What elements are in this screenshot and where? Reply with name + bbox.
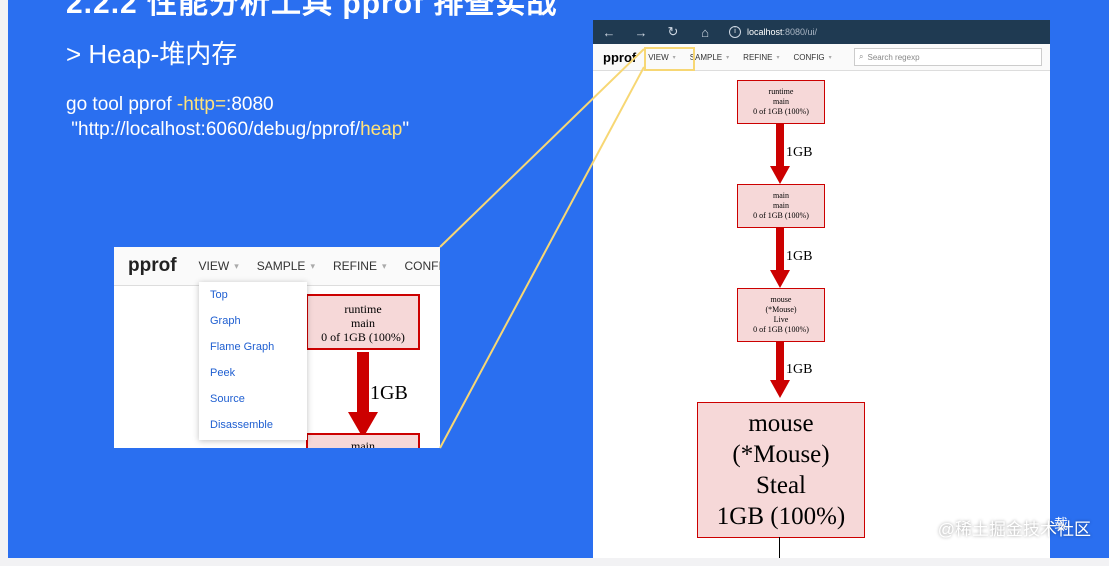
node-line: (*Mouse) xyxy=(765,305,797,314)
connector-line-top xyxy=(439,48,645,248)
graph-node-main[interactable]: main xyxy=(306,433,420,448)
dropdown-item-peek[interactable]: Peek xyxy=(210,367,236,379)
node-line: runtime xyxy=(344,302,382,316)
forward-arrow-icon[interactable]: → xyxy=(634,24,648,40)
info-icon[interactable]: i xyxy=(729,26,741,38)
edge-label: 1GB xyxy=(786,249,813,264)
view-menu-highlight xyxy=(644,47,695,71)
dropdown-item-source[interactable]: Source xyxy=(210,393,245,405)
browser-window: ← → ↻ ⌂ i localhost:8080/ui/ pprof VIEW▾… xyxy=(593,20,1050,558)
pprof-logo: pprof xyxy=(128,255,177,276)
slide-title: 2.2.2 性能分析工具 pprof 排查实战 xyxy=(66,0,558,20)
back-arrow-icon[interactable]: ← xyxy=(602,24,616,40)
menu-config-label: CONFIG xyxy=(793,52,825,62)
graph-edge xyxy=(776,123,784,167)
command-flag: -http= xyxy=(176,94,227,115)
graph-edge-arrowhead xyxy=(770,166,790,184)
node-line: (*Mouse) xyxy=(732,441,830,468)
edge-label: 1GB xyxy=(786,362,813,377)
command-prefix: go tool pprof xyxy=(66,94,177,115)
command-url-heap: heap xyxy=(360,119,403,140)
menu-config-label: CONFIG xyxy=(404,259,440,273)
watermark: @稀土掘金技术社区 xyxy=(937,520,1091,539)
menu-sample[interactable]: SAMPLE ▾ xyxy=(257,259,315,273)
command-text: go tool pprof -http=:8080 "http://localh… xyxy=(66,92,409,142)
chevron-down-icon: ▾ xyxy=(726,54,730,61)
chevron-down-icon: ▾ xyxy=(828,54,832,61)
slide-subtitle: > Heap-堆内存 xyxy=(66,39,238,69)
pprof-logo: pprof xyxy=(603,49,637,65)
node-line: Steal xyxy=(756,472,806,499)
node-line: 0 of 1GB (100%) xyxy=(753,211,809,220)
graph-node-mouse-steal[interactable]: mouse (*Mouse) Steal 1GB (100%) xyxy=(697,402,865,538)
node-line: main xyxy=(351,439,375,448)
dropdown-item-flame-graph[interactable]: Flame Graph xyxy=(210,341,275,353)
menu-view[interactable]: VIEW▾ xyxy=(648,53,675,62)
node-line: 0 of 1GB (100%) xyxy=(753,325,809,334)
chevron-down-icon: ▾ xyxy=(310,260,315,271)
graph-edge xyxy=(776,227,784,271)
browser-url-bar: ← → ↻ ⌂ i localhost:8080/ui/ xyxy=(593,20,1050,44)
menu-sample-label: SAMPLE xyxy=(689,52,723,62)
connector-line-bottom xyxy=(439,66,645,449)
node-line: main xyxy=(773,191,789,200)
edge-label: 1GB xyxy=(370,382,408,404)
node-line: main xyxy=(351,316,375,330)
url-path: :8080/ui/ xyxy=(782,27,818,37)
chevron-down-icon: ▾ xyxy=(672,54,676,61)
dropdown-item-graph[interactable]: Graph xyxy=(210,315,241,327)
menu-refine[interactable]: REFINE▾ xyxy=(743,53,779,62)
node-line: 0 of 1GB (100%) xyxy=(321,330,405,344)
menu-refine[interactable]: REFINE ▾ xyxy=(333,259,387,273)
node-line: Live xyxy=(773,315,789,324)
callout-connector-lines xyxy=(439,48,645,449)
node-line: mouse xyxy=(748,410,814,437)
graph-node-runtime[interactable]: runtime main 0 of 1GB (100%) xyxy=(306,294,420,350)
node-line: 0 of 1GB (100%) xyxy=(753,107,809,116)
menu-sample-label: SAMPLE xyxy=(256,259,306,273)
search-placeholder: Search regexp xyxy=(867,52,920,62)
node-line: runtime xyxy=(768,87,794,96)
edge-label: 1GB xyxy=(786,145,813,160)
graph-node-runtime[interactable]: runtime main 0 of 1GB (100%) xyxy=(737,80,825,124)
dropdown-item-disassemble[interactable]: Disassemble xyxy=(210,419,273,431)
node-line: 1GB (100%) xyxy=(716,503,846,530)
menu-view-label: VIEW xyxy=(648,52,669,62)
zoomed-pprof-panel: pprof VIEW ▾ SAMPLE ▾ REFINE ▾ CONFIG▾ runt… xyxy=(114,247,440,448)
chevron-down-icon: ▾ xyxy=(776,54,780,61)
pprof-toolbar: pprof VIEW▾ SAMPLE▾ REFINE▾ CONFIG▾ ⌕Sea… xyxy=(593,44,1050,71)
graph-edge xyxy=(357,352,369,414)
chevron-down-icon: ▾ xyxy=(234,260,239,271)
graph-edge xyxy=(779,537,780,558)
address-field[interactable]: i localhost:8080/ui/ xyxy=(729,26,817,38)
command-addr: :8080 xyxy=(226,94,274,115)
view-dropdown-menu: Top Graph Flame Graph Peek Source Disass… xyxy=(199,282,307,440)
search-input[interactable]: ⌕Search regexp xyxy=(854,48,1042,66)
node-line: main xyxy=(773,201,789,210)
node-line: mouse xyxy=(770,295,792,304)
menu-view-label: VIEW xyxy=(198,259,230,273)
url-host: localhost xyxy=(747,27,783,37)
watermark-fragment: 载 xyxy=(1054,516,1068,532)
menu-sample[interactable]: SAMPLE▾ xyxy=(690,53,729,62)
dropdown-item-top[interactable]: Top xyxy=(210,289,228,301)
menu-config[interactable]: CONFIG▾ xyxy=(405,259,440,273)
menu-config[interactable]: CONFIG▾ xyxy=(794,53,832,62)
reload-icon[interactable]: ↻ xyxy=(667,24,679,39)
menu-refine-label: REFINE xyxy=(743,52,773,62)
presentation-slide: 2.2.2 性能分析工具 pprof 排查实战 > Heap-堆内存 go to… xyxy=(8,0,1109,558)
graph-edge-arrowhead xyxy=(770,270,790,288)
graph-edge-arrowhead xyxy=(770,380,790,398)
search-icon: ⌕ xyxy=(859,52,864,61)
chevron-down-icon: ▾ xyxy=(381,260,387,271)
graph-edge xyxy=(776,341,784,381)
menu-view[interactable]: VIEW ▾ xyxy=(199,259,239,273)
menu-refine-label: REFINE xyxy=(332,259,377,273)
home-icon[interactable]: ⌂ xyxy=(701,24,709,40)
command-url-prefix: "http://localhost:6060/debug/pprof/ xyxy=(66,119,361,140)
node-line: main xyxy=(773,97,789,106)
command-url-suffix: " xyxy=(402,119,410,140)
